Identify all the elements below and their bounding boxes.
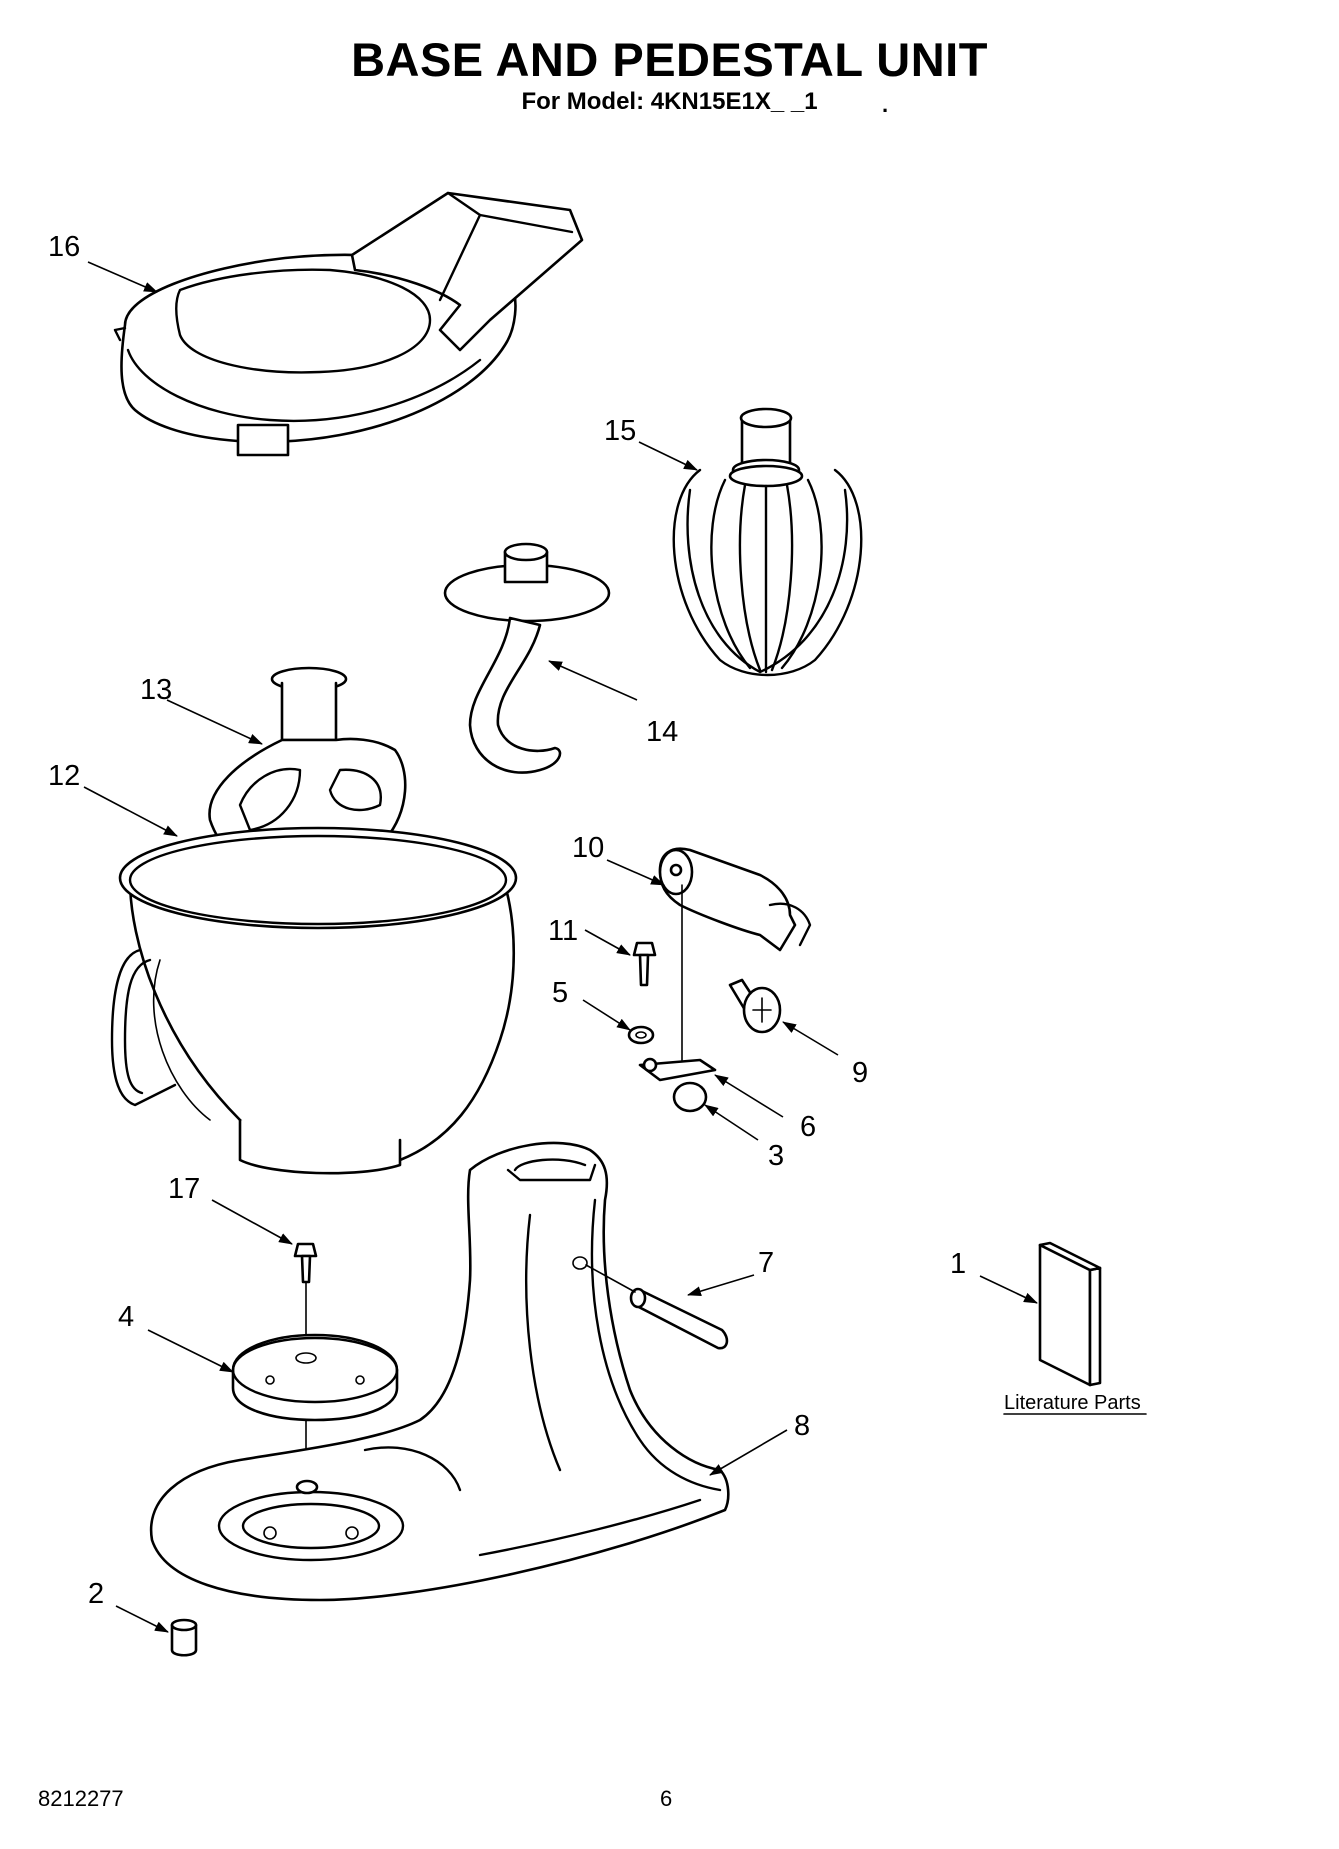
callout-1: 1 — [950, 1248, 966, 1280]
part-11-screw — [632, 941, 657, 987]
model-subtitle: For Model: 4KN15E1X_ _1 — [521, 88, 818, 115]
callout-4: 4 — [118, 1301, 134, 1333]
part-15-wire-whip — [672, 407, 863, 677]
callout-2: 2 — [88, 1578, 104, 1610]
callout-12: 12 — [48, 760, 80, 792]
subtitle-dot: . — [882, 92, 889, 117]
callout-5: 5 — [552, 977, 568, 1009]
part-17-screw — [293, 1242, 318, 1356]
part-2-foot — [170, 1618, 198, 1657]
callout-16: 16 — [48, 231, 80, 263]
part-5-washer — [627, 1025, 655, 1045]
callout-13: 13 — [140, 674, 172, 706]
document-number: 8212277 — [38, 1786, 124, 1811]
callout-6: 6 — [800, 1111, 816, 1143]
callout-17: 17 — [168, 1173, 200, 1205]
callout-15: 15 — [604, 415, 636, 447]
callout-8: 8 — [794, 1410, 810, 1442]
part-16-pouring-shield — [113, 191, 584, 457]
callout-14: 14 — [646, 716, 678, 748]
part-8-pedestal — [149, 1141, 730, 1602]
callout-11: 11 — [548, 915, 578, 947]
part-1-literature — [1038, 1241, 1102, 1387]
part-7-hinge-rod — [585, 1264, 729, 1350]
literature-parts-label: Literature Parts — [1004, 1392, 1141, 1414]
leader-lines — [83, 261, 1038, 1633]
callout-3: 3 — [768, 1140, 784, 1172]
part-6-lever — [638, 884, 717, 1082]
callout-7: 7 — [758, 1247, 774, 1279]
part-10-hub — [658, 847, 812, 952]
callout-9: 9 — [852, 1057, 868, 1089]
part-9-hinge-pin — [728, 978, 782, 1034]
part-3-knob — [672, 1081, 708, 1113]
part-14-dough-hook — [443, 542, 611, 774]
part-12-bowl — [110, 826, 518, 1175]
page-title: BASE AND PEDESTAL UNIT — [351, 33, 988, 86]
callout-numbers: 16 15 13 12 14 10 11 5 9 6 3 17 4 7 8 1 … — [48, 231, 966, 1610]
page-number: 6 — [660, 1786, 673, 1811]
callout-10: 10 — [572, 832, 604, 864]
